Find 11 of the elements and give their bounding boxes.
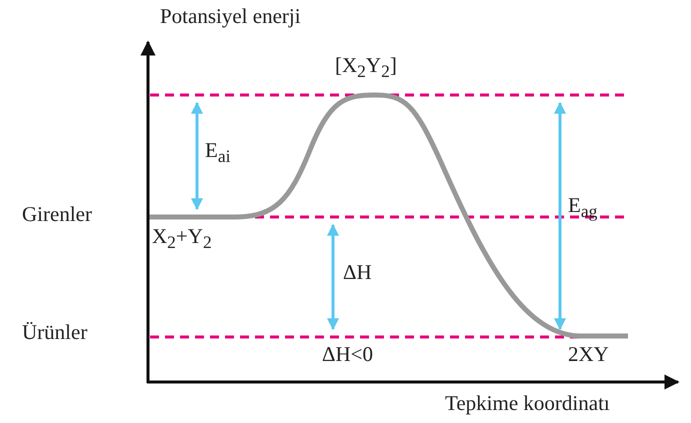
products-label: Ürünler bbox=[22, 322, 88, 343]
reactants-label: Girenler bbox=[22, 204, 92, 225]
enthalpy-label: ΔH bbox=[343, 262, 372, 283]
activation-energy-label: E$_{ai}$ bbox=[205, 140, 230, 166]
transition-state-label: [X$_{2}$Y$_{2}$] bbox=[335, 55, 397, 81]
y-axis-title: Potansiyel enerji bbox=[160, 6, 301, 27]
activation-energy-label: E$_{ag}$ bbox=[568, 195, 598, 221]
reactant-formula: X$_{2}$+Y$_{2}$ bbox=[152, 226, 212, 252]
x-axis-title: Tepkime koordinatı bbox=[445, 393, 610, 414]
product-formula: 2XY bbox=[568, 344, 609, 365]
enthalpy-condition: ΔH<0 bbox=[322, 344, 374, 365]
